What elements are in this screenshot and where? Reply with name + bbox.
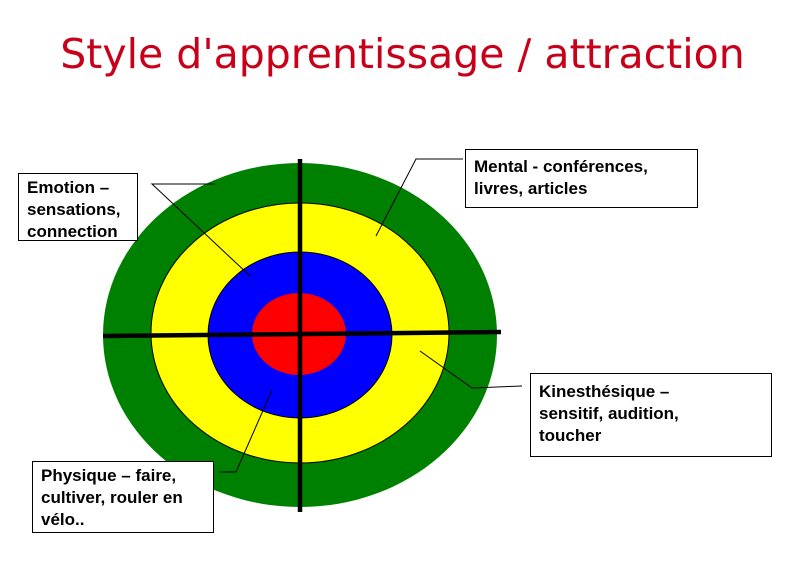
leader-kinesthesique: [419, 350, 523, 389]
leader-mental: [375, 158, 463, 237]
slide-title: Style d'apprentissage / attraction: [60, 30, 745, 78]
label-kinesthesique: Kinesthésique – sensitif, audition, touc…: [530, 373, 772, 457]
label-emotion: Emotion – sensations, connection: [18, 173, 138, 241]
leader-physique: [220, 389, 273, 473]
label-mental: Mental - conférences, livres, articles: [465, 149, 698, 208]
crosshair-horizontal: [102, 329, 502, 339]
leader-emotion: [150, 183, 251, 277]
label-physique: Physique – faire, cultiver, rouler en vé…: [32, 461, 214, 533]
